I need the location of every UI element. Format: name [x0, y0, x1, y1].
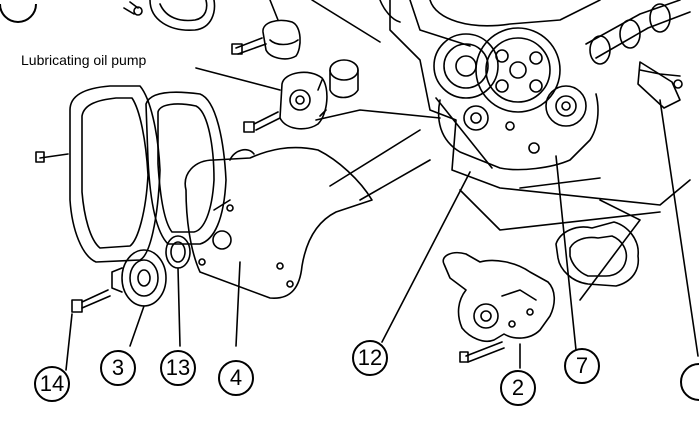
pulley-bolt	[71, 289, 111, 313]
partial-callout-ring-top	[0, 3, 37, 23]
idler-gear	[545, 85, 587, 127]
housing-plate	[437, 93, 599, 171]
oil-pump-leader	[195, 67, 281, 91]
callout-14: 14	[34, 366, 70, 402]
camshaft-gear	[475, 27, 561, 113]
callout-7: 7	[564, 348, 600, 384]
callout-4: 4	[218, 360, 254, 396]
oil-pump-rotor	[329, 59, 359, 99]
top-gear-part	[123, 0, 216, 31]
camshaft	[585, 0, 691, 65]
crank-gear	[433, 33, 499, 99]
callout-3: 3	[100, 350, 136, 386]
callout-12: 12	[352, 340, 388, 376]
callout-13: 13	[160, 350, 196, 386]
lubricating-oil-pump	[243, 71, 328, 133]
oil-seal	[165, 235, 191, 269]
cover-cap	[231, 0, 301, 60]
small-plate	[637, 61, 683, 109]
leader-lines	[65, 0, 699, 371]
partial-callout-ring	[680, 363, 699, 401]
oil-pump-label: Lubricating oil pump	[21, 52, 147, 68]
engine-block	[379, 0, 691, 231]
water-pump	[442, 251, 556, 363]
crank-pulley	[111, 249, 167, 307]
water-pump-gasket	[555, 221, 640, 287]
rear-gasket	[145, 91, 227, 245]
gear-case-cover	[184, 146, 373, 299]
front-gasket	[35, 85, 161, 263]
callout-2: 2	[500, 370, 536, 406]
